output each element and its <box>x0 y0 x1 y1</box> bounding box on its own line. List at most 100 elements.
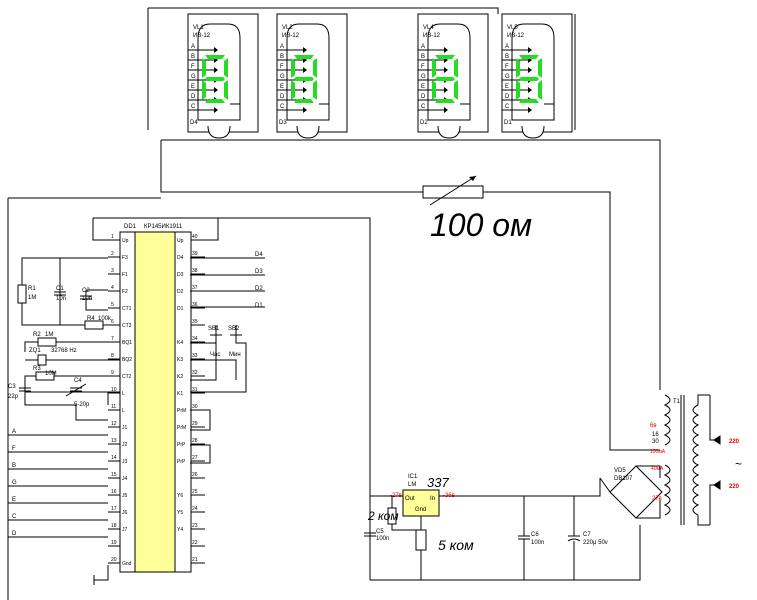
buttons <box>190 325 247 464</box>
chip-designator: DD1 <box>124 224 137 230</box>
segment-pin-e: E <box>505 84 509 90</box>
pin-label: PrP <box>177 442 186 448</box>
c1-value: 10n <box>56 296 66 302</box>
rc-network <box>17 257 120 330</box>
segment-pin-f: F <box>421 64 425 70</box>
segment-pin-b: B <box>505 54 509 60</box>
r4-ref: R4 <box>87 316 95 322</box>
sb2-ref: SB2 <box>228 326 240 332</box>
handwritten-bottom-res: 5 ком <box>438 537 474 553</box>
pin-label: Y4 <box>177 527 183 533</box>
turns: 16 <box>652 432 659 438</box>
pin-num: 14 <box>111 455 117 461</box>
segment-input-d: D <box>12 531 17 537</box>
segment-pin-g: G <box>421 74 426 80</box>
segment-pin-d: D <box>421 94 426 100</box>
pin-num: 30 <box>192 404 198 410</box>
segment-pin-c: C <box>280 104 285 110</box>
segment-pin-a: A <box>505 44 509 50</box>
pin-num: 8 <box>111 353 114 359</box>
segment-pin-b: B <box>280 54 284 60</box>
tube-envelope <box>286 23 330 121</box>
segment-pin-a: A <box>280 44 284 50</box>
c1-ref: C1 <box>56 286 64 292</box>
vd5-ref: VD5 <box>614 468 626 474</box>
pin-num: 23 <box>192 523 198 529</box>
sec-top-voltage: 6в <box>650 423 657 429</box>
pin-num: 33 <box>192 353 198 359</box>
pin-num: 4 <box>111 285 114 291</box>
pin-num: 36 <box>192 302 198 308</box>
pin-num: 35 <box>192 319 198 325</box>
sec-bottom-voltage: 27в <box>652 496 662 502</box>
digit-out-d2: D2 <box>255 286 263 292</box>
crystal-labels: R2 1M ZQ1 32768 Hz R3 10M C3 22p C4 5-20… <box>8 332 90 408</box>
segment-pin-e: E <box>280 84 284 90</box>
pin-label: CT3 <box>122 323 132 329</box>
tube-envelope <box>511 23 555 121</box>
segment-pin-a: A <box>191 44 195 50</box>
tube-digit: D2 <box>420 120 428 126</box>
pin-num: 22 <box>192 540 198 546</box>
c6-value: 100n <box>531 540 544 546</box>
pin-num: 11 <box>111 404 116 410</box>
pin-label: CT2 <box>122 374 132 380</box>
segment-pin-g: G <box>280 74 285 80</box>
tube-type: ИВ-12 <box>282 33 300 39</box>
c3-value: 22p <box>8 394 19 400</box>
pin-num: 13 <box>111 438 117 444</box>
pin-label: K3 <box>177 357 183 363</box>
pin-num: 37 <box>192 285 198 291</box>
segment-input-c: C <box>12 514 17 520</box>
heater-resistor: 100 ом <box>422 175 532 243</box>
t1-ref: T1 <box>673 399 681 405</box>
segment-input-a: A <box>12 429 16 435</box>
c2-value: 10n <box>82 296 92 302</box>
c2-ref: C2 <box>82 288 90 294</box>
r3-value: 10M <box>45 371 57 377</box>
vfd-tubes: VL1ИВ-12D4ABFGEDCVL2ИВ-12D3ABFGEDCVL4ИВ-… <box>187 13 573 139</box>
tube-ref: VL2 <box>282 25 293 31</box>
pin-label: F2 <box>122 289 128 295</box>
pin-label: F3 <box>122 255 128 261</box>
ic1-in: In <box>430 496 435 502</box>
c7-ref: C7 <box>583 532 591 538</box>
segment-input-g: G <box>12 480 17 486</box>
pin-num: 6 <box>111 319 114 325</box>
pin-label: D2 <box>177 289 184 295</box>
r1-value: 1M <box>28 295 36 301</box>
chip-right-pins: 40Up39D438D337D236D13534K433K332K231K130… <box>177 234 205 564</box>
pin-num: 38 <box>192 268 198 274</box>
crystal-network <box>19 337 120 421</box>
segment-pin-b: B <box>191 54 195 60</box>
pin-label: CT1 <box>122 306 132 312</box>
pin-num: 20 <box>111 557 117 563</box>
pin-label: PrM <box>177 408 186 414</box>
pin-num: 18 <box>111 523 117 529</box>
pin-label: D1 <box>177 306 184 312</box>
tube-envelope <box>427 23 471 121</box>
segment-pin-d: D <box>191 94 196 100</box>
sec-bottom-current: 40мА <box>651 466 664 472</box>
handwritten-resistor-value: 100 ом <box>430 207 532 243</box>
pin-num: 16 <box>111 489 117 495</box>
pin-label: PrM <box>177 425 186 431</box>
pin-num: 10 <box>111 387 117 393</box>
pin-num: 28 <box>192 438 198 444</box>
segment-pin-b: B <box>421 54 425 60</box>
segment-input-b: B <box>12 463 16 469</box>
pin-label: Y6 <box>177 493 183 499</box>
pin-label: K4 <box>177 340 183 346</box>
r4-value: 100k <box>98 316 112 322</box>
segment-pin-e: E <box>421 84 425 90</box>
ic1-gnd: Gnd <box>415 507 426 513</box>
digit-out-d1: D1 <box>255 303 263 309</box>
c4-ref: C4 <box>74 378 82 384</box>
in-voltage: -36в <box>443 493 455 499</box>
pin-label: J6 <box>122 510 128 516</box>
out-voltage: -27в <box>390 493 402 499</box>
